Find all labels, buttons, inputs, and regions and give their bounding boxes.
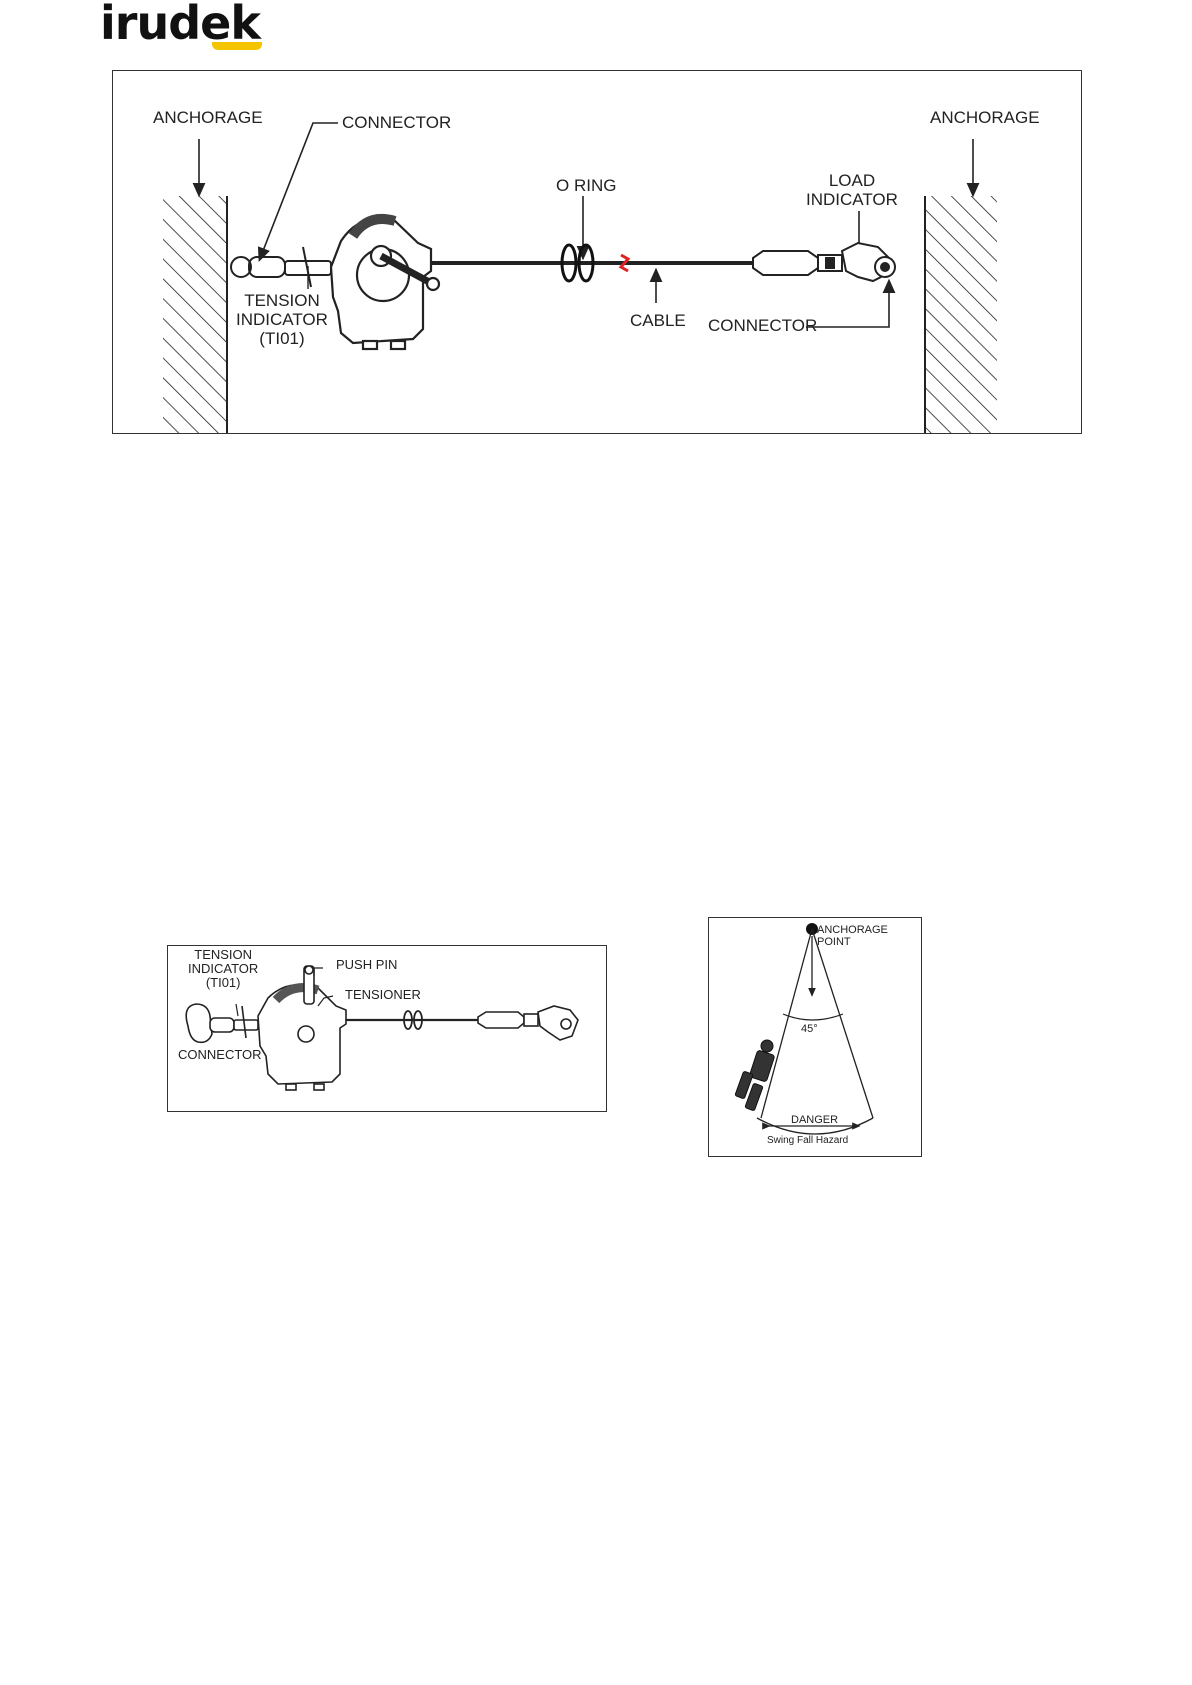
left-anchorage-wall xyxy=(163,196,227,433)
right-anchorage-wall xyxy=(925,196,997,433)
tension-indicator-label: TENSION INDICATOR (TI01) xyxy=(236,291,328,348)
anchorage-right-label: ANCHORAGE xyxy=(930,108,1040,127)
connector-bottom-label: CONNECTOR xyxy=(708,316,817,335)
cable-label: CABLE xyxy=(630,311,686,330)
anchorage-point-label: ANCHORAGE POINT xyxy=(817,924,888,948)
brand-accent-bar xyxy=(212,42,262,50)
carabiner xyxy=(186,1004,212,1042)
anchorage-left-label: ANCHORAGE xyxy=(153,108,263,127)
cable-termination xyxy=(753,243,895,281)
swing-fall-hazard-diagram: ANCHORAGE POINT 45° DANGER Swing Fall Ha… xyxy=(708,917,922,1157)
worker-figure xyxy=(735,1040,775,1111)
angle-label: 45° xyxy=(801,1023,818,1035)
tension-indicator-label: TENSION INDICATOR (TI01) xyxy=(188,948,258,990)
load-indicator-label: LOAD INDICATOR xyxy=(806,171,898,209)
angle-arc xyxy=(783,1014,843,1020)
tensioner-detail-diagram: TENSION INDICATOR (TI01) PUSH PIN TENSIO… xyxy=(167,945,607,1112)
swing-fall-caption: Swing Fall Hazard xyxy=(767,1135,848,1147)
left-connector xyxy=(231,247,331,287)
push-pin-label: PUSH PIN xyxy=(336,958,397,972)
snap-hook xyxy=(538,1006,578,1040)
tensioner-label: TENSIONER xyxy=(345,988,421,1002)
tensioner-housing xyxy=(331,219,439,350)
danger-label: DANGER xyxy=(791,1114,838,1126)
connector-label: CONNECTOR xyxy=(178,1048,262,1062)
lifeline-system-diagram: ANCHORAGE CONNECTOR O RING LOAD INDICATO… xyxy=(112,70,1082,434)
brand-logo: irudek xyxy=(100,0,265,55)
o-ring-label: O RING xyxy=(556,176,616,195)
connector-top-label: CONNECTOR xyxy=(342,113,451,132)
